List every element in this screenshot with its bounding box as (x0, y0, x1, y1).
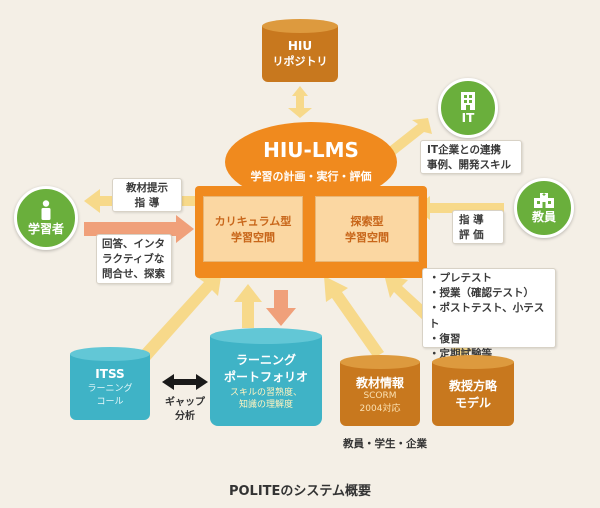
it-label: IT (461, 111, 475, 125)
learner-node: 学習者 (14, 186, 78, 250)
itss-sub2: コール (96, 397, 124, 407)
learner-in-note-line3: 問合せ、探索 (102, 268, 165, 281)
method-line1: 教授方略 (448, 379, 497, 393)
repository-arrow (288, 86, 312, 118)
method-line2: モデル (454, 396, 491, 410)
test-note: ・プレテスト ・授業（確認テスト） ・ポストテスト、小テスト ・復習 ・定期試験… (422, 268, 556, 360)
portfolio-top (210, 328, 322, 344)
test-note-item: ・復習 (429, 332, 461, 345)
repository-line2: リポジトリ (272, 55, 328, 68)
teacher-note-line2: 評 価 (459, 229, 484, 242)
method-top (432, 355, 514, 369)
teacher-note-line1: 指 導 (459, 214, 484, 226)
itss-sub1: ラーニング (87, 384, 133, 394)
learner-in-note-line2: ラクティブな (102, 253, 165, 266)
learner-out-note: 教材提示 指 導 (112, 178, 182, 212)
learner-label: 学習者 (27, 221, 64, 236)
materials-arrow (324, 276, 384, 358)
portfolio-sub2: 知識の理解度 (238, 399, 293, 410)
it-note: IT企業との連携 事例、開発スキル (420, 140, 522, 174)
materials-sub2: 2004対応 (359, 404, 401, 414)
materials-title: 教材情報 (355, 376, 404, 390)
method-box: 教授方略 モデル (432, 355, 514, 426)
teacher-note: 指 導 評 価 (452, 210, 504, 244)
materials-top (340, 355, 420, 369)
test-note-item: ・ポストテスト、小テスト (429, 302, 545, 330)
lms-subtitle: 学習の計画・実行・評価 (250, 170, 372, 183)
curriculum-box: カリキュラム型 学習空間 (203, 196, 303, 262)
gap-label: ギャップ 分析 (162, 396, 208, 424)
repository-line1: HIU (287, 39, 313, 53)
portfolio-box: ラーニング ポートフォリオ スキルの習熟度、 知識の理解度 (210, 328, 322, 426)
materials-box: 教材情報 SCORM 2004対応 (340, 355, 420, 426)
lms-core: HIU-LMS 学習の計画・実行・評価 カリキュラム型 学習空間 探索型 学習空… (195, 122, 427, 290)
person-icon (41, 199, 51, 220)
diagram-caption: POLITEのシステム概要 (228, 484, 372, 499)
teacher-label: 教員 (531, 209, 556, 224)
learner-in-note: 回答、インタ ラクティブな 問合せ、探索 (96, 234, 172, 284)
itss-top (70, 347, 150, 361)
materials-sub1: SCORM (363, 391, 397, 401)
school-icon (534, 192, 554, 208)
lms-title: HIU-LMS (263, 138, 359, 162)
test-note-item: ・授業（確認テスト） (429, 287, 534, 300)
portfolio-arrow (234, 284, 262, 328)
gap-line2: 分析 (175, 411, 195, 422)
curriculum-line2: 学習空間 (231, 231, 275, 244)
building-icon (461, 92, 475, 110)
test-note-item: ・プレテスト (429, 272, 492, 284)
explore-line2: 学習空間 (345, 231, 389, 244)
it-note-line1: IT企業との連携 (427, 144, 501, 156)
curriculum-line1: カリキュラム型 (214, 215, 292, 228)
gap-line1: ギャップ (165, 397, 205, 408)
gap-arrow (162, 374, 208, 390)
explore-box: 探索型 学習空間 (315, 196, 419, 262)
it-note-line2: 事例、開発スキル (427, 159, 511, 172)
itss-arrow (140, 270, 222, 360)
portfolio-sub1: スキルの習熟度、 (229, 387, 302, 398)
explore-line1: 探索型 (350, 215, 384, 228)
it-node: IT (438, 78, 498, 138)
to-portfolio-arrow (266, 290, 296, 326)
teacher-node: 教員 (514, 178, 574, 238)
portfolio-line1: ラーニング (235, 352, 296, 367)
portfolio-line2: ポートフォリオ (223, 369, 308, 384)
learner-out-note-line2: 指 導 (134, 197, 160, 210)
learner-out-note-line1: 教材提示 (126, 182, 168, 194)
learner-in-note-line1: 回答、インタ (102, 238, 165, 250)
stakeholders-label: 教員・学生・企業 (343, 438, 427, 450)
teacher-arrow (414, 196, 504, 220)
repository-top (262, 19, 338, 33)
repository-box: HIU リポジトリ (262, 19, 338, 82)
itss-title: ITSS (95, 367, 125, 381)
itss-box: ITSS ラーニング コール (70, 347, 150, 420)
